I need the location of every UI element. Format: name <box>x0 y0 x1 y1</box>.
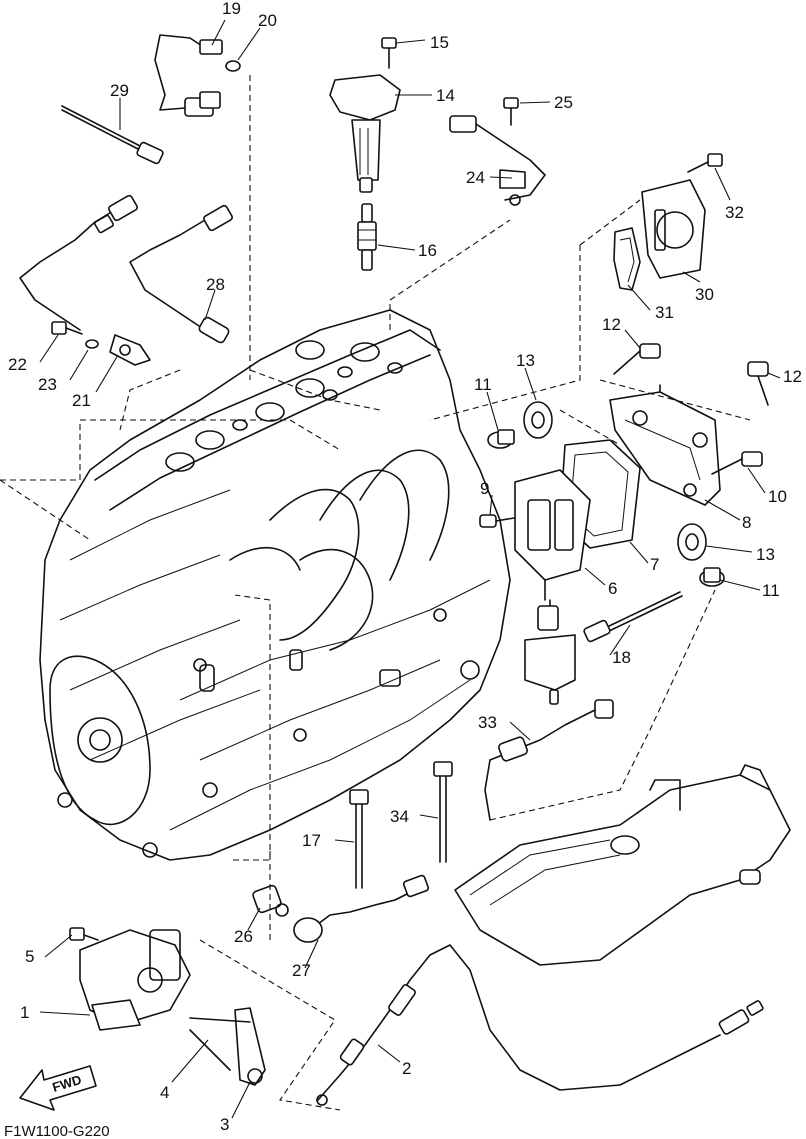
diagram-code: F1W1100-G220 <box>4 1123 110 1139</box>
intake-pipe <box>454 764 791 966</box>
washer-23 <box>85 339 99 349</box>
callout-13-upper: 13 <box>516 351 535 370</box>
callout-25: 25 <box>554 93 573 112</box>
sensor-18 <box>583 591 683 643</box>
callout-12-right: 12 <box>783 367 802 386</box>
callout-2: 2 <box>402 1059 411 1078</box>
callout-numbers: 19 20 15 14 25 29 24 32 16 28 30 31 12 2… <box>8 0 802 1134</box>
callout-27: 27 <box>292 961 311 980</box>
ignition-coil-14 <box>329 74 401 193</box>
sensor-26 <box>252 884 289 917</box>
callout-13-lower: 13 <box>756 545 775 564</box>
gasket-20 <box>225 60 241 72</box>
callout-11-lower: 11 <box>762 581 780 600</box>
tie-strap-34 <box>433 761 453 863</box>
lead-27 <box>293 874 430 943</box>
callout-16: 16 <box>418 241 437 260</box>
throttle-cable-2 <box>316 944 764 1106</box>
callout-26: 26 <box>234 927 253 946</box>
sensor-21 <box>109 334 151 366</box>
bolt-9 <box>479 514 515 528</box>
callout-29: 29 <box>110 81 129 100</box>
callout-8: 8 <box>742 513 751 532</box>
bolt-12-left <box>613 343 661 375</box>
callout-31: 31 <box>655 303 674 322</box>
bracket-8 <box>609 384 721 506</box>
callout-34: 34 <box>390 807 409 826</box>
bolt-15 <box>381 37 397 69</box>
gasket-31 <box>613 227 641 291</box>
callout-30: 30 <box>695 285 714 304</box>
callout-28: 28 <box>206 275 225 294</box>
callout-18: 18 <box>612 648 631 667</box>
collar-11-lower <box>699 567 725 587</box>
collar-11-upper <box>487 429 515 449</box>
sensor-33 <box>484 699 614 821</box>
callout-21: 21 <box>72 391 91 410</box>
ecu-6 <box>514 469 591 705</box>
bolt-32 <box>687 153 723 173</box>
callout-4: 4 <box>160 1083 169 1102</box>
lever-3 <box>234 1007 266 1086</box>
callout-15: 15 <box>430 33 449 52</box>
callout-11-upper: 11 <box>474 375 492 394</box>
engine-block <box>39 309 511 861</box>
sensor-24 <box>449 115 546 206</box>
callout-7: 7 <box>650 555 659 574</box>
grommet-13-lower <box>677 523 707 561</box>
sensor-19-with-lead <box>154 34 223 117</box>
bolt-22 <box>51 321 83 335</box>
fwd-arrow: FWD <box>19 1065 97 1111</box>
callout-24: 24 <box>466 168 485 187</box>
callout-3: 3 <box>220 1115 229 1134</box>
bolt-5 <box>69 927 99 941</box>
callout-1: 1 <box>20 1003 29 1022</box>
callout-12-left: 12 <box>602 315 621 334</box>
spark-plug-16 <box>357 203 377 271</box>
assembly-reference-lines <box>0 75 751 1111</box>
bolt-10 <box>711 451 763 475</box>
callout-32: 32 <box>725 203 744 222</box>
sensor-30 <box>641 179 706 279</box>
callout-20: 20 <box>258 11 277 30</box>
callout-33: 33 <box>478 713 497 732</box>
grommet-13-upper <box>523 401 553 439</box>
tie-strap-17 <box>349 789 369 889</box>
callout-17: 17 <box>302 831 321 850</box>
sensor-lead-left <box>19 194 138 331</box>
callout-10: 10 <box>768 487 787 506</box>
sensor-29 <box>61 105 164 165</box>
rod-4 <box>189 1017 251 1071</box>
callout-9: 9 <box>480 479 489 498</box>
callout-19: 19 <box>222 0 241 18</box>
throttle-assembly-1 <box>79 929 191 1031</box>
leader-lines <box>39 19 781 1119</box>
callout-6: 6 <box>608 579 617 598</box>
bolt-25 <box>503 97 519 126</box>
callout-22: 22 <box>8 355 27 374</box>
callout-14: 14 <box>436 86 455 105</box>
callout-5: 5 <box>25 947 34 966</box>
sensor-28 <box>129 204 233 344</box>
callout-23: 23 <box>38 375 57 394</box>
bolt-12-right <box>747 361 769 406</box>
